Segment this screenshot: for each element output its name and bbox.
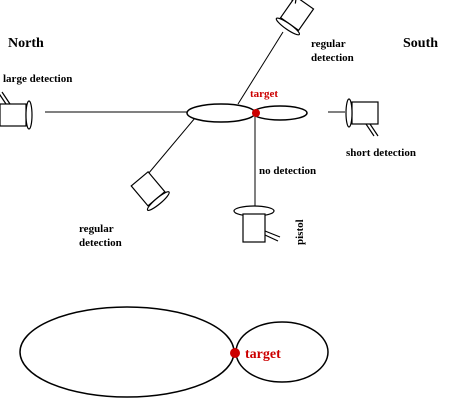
pistol-icon — [233, 205, 281, 243]
short-lobe-small — [252, 105, 308, 121]
line-to-top-camera — [237, 31, 284, 105]
label-target-top: target — [250, 88, 278, 100]
label-short-detection: short detection — [346, 147, 416, 159]
large-lobe — [19, 306, 235, 398]
camera-icon — [275, 0, 315, 36]
label-no-detection: no detection — [259, 165, 316, 177]
camera-icon — [0, 91, 33, 130]
line-to-left-camera — [147, 117, 196, 175]
label-regular-detection-top-line1: regular — [311, 38, 346, 50]
target-dot-bottom — [230, 348, 240, 358]
detection-pattern-small — [186, 103, 308, 123]
label-south: South — [403, 36, 438, 51]
camera-icon — [345, 98, 379, 137]
label-regular-detection-left-line1: regular — [79, 223, 114, 235]
detection-pattern-large — [19, 306, 329, 398]
label-regular-detection-left-line2: detection — [79, 237, 122, 249]
camera-icon — [130, 170, 170, 211]
target-dot-top — [252, 109, 260, 117]
large-lobe-small — [186, 103, 256, 123]
connector-lines — [45, 31, 345, 207]
label-pistol: pistol — [294, 219, 306, 245]
label-target-bottom: target — [245, 347, 281, 362]
label-regular-detection-top-line2: detection — [311, 52, 354, 64]
label-north: North — [8, 36, 44, 51]
label-large-detection: large detection — [3, 73, 72, 85]
